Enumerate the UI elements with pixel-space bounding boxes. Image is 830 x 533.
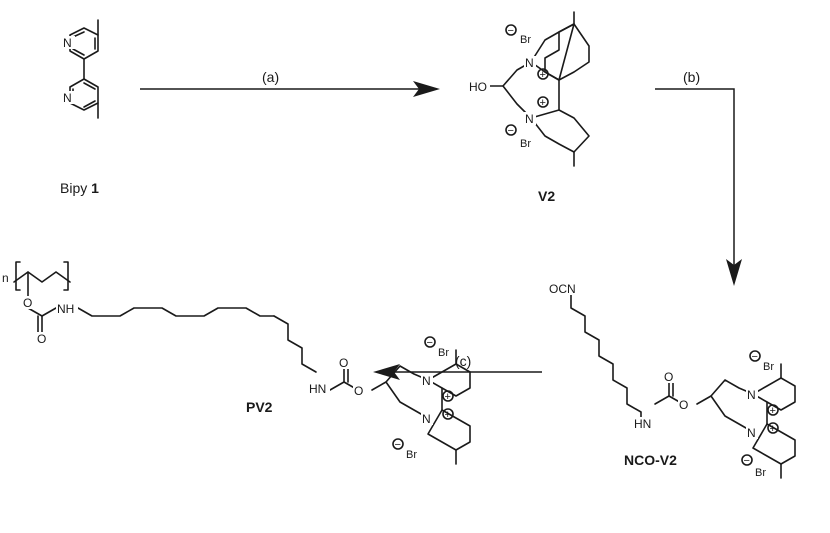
ncov2-plus-top: + <box>770 405 776 417</box>
arrow-a <box>140 81 440 97</box>
bipy-caption: Bipy 1 <box>60 180 99 196</box>
pv2-structure: n O O NH HN O O N N + + − Br − Br <box>2 261 471 465</box>
ncov2-plus-bottom: + <box>770 423 776 435</box>
pv2-n-top: N <box>422 374 431 388</box>
pv2-o-carbonyl: O <box>339 356 348 370</box>
nco-v2-structure: OCN HN O O N N + + − Br − Br <box>548 282 796 479</box>
v2-plus-bottom: + <box>540 97 546 109</box>
v2-br-top: Br <box>520 34 531 46</box>
pv2-caption: PV2 <box>246 399 273 415</box>
reagent-c-label: (c) <box>455 353 471 369</box>
v2-minus-bottom: − <box>508 125 514 137</box>
pv2-plus-top: + <box>445 391 451 403</box>
reagent-b-label: (b) <box>683 69 700 85</box>
v2-br-bottom: Br <box>520 138 531 150</box>
pv2-n-repeat: n <box>2 271 9 285</box>
bipy-n-atom-top: N <box>63 36 72 50</box>
ncov2-o-carbonyl: O <box>664 370 673 384</box>
reagent-a-label: (a) <box>262 69 279 85</box>
ncov2-br-top: Br <box>763 361 774 373</box>
pv2-n-bottom: N <box>422 412 431 426</box>
bipy-structure: N N <box>63 19 99 119</box>
pv2-minus-top: − <box>427 337 433 349</box>
v2-structure: HO N N + + − Br − Br <box>468 11 590 167</box>
v2-plus-top: + <box>540 69 546 81</box>
ncov2-minus-bottom: − <box>744 455 750 467</box>
v2-ho-group: HO <box>469 80 487 94</box>
arrow-b <box>655 88 742 286</box>
pv2-minus-bottom: − <box>395 439 401 451</box>
pv2-o-carbonyl-chain: O <box>37 332 46 346</box>
pv2-o-ester: O <box>354 384 363 398</box>
ncov2-minus-top: − <box>752 351 758 363</box>
ncov2-br-bottom: Br <box>755 467 766 479</box>
v2-n-top: N <box>525 56 534 70</box>
v2-caption: V2 <box>538 188 555 204</box>
ncov2-n-top: N <box>747 388 756 402</box>
ncov2-ocn-group: OCN <box>549 282 576 296</box>
v2-minus-top: − <box>508 25 514 37</box>
pv2-o-ester-chain: O <box>23 296 32 310</box>
pv2-br-top: Br <box>438 347 449 359</box>
v2-n-bottom: N <box>525 112 534 126</box>
pv2-hn-group: HN <box>309 382 326 396</box>
pv2-br-bottom: Br <box>406 449 417 461</box>
nco-v2-caption: NCO-V2 <box>624 452 677 468</box>
arrow-c <box>373 364 542 380</box>
pv2-nh-group: NH <box>57 302 74 316</box>
pv2-plus-bottom: + <box>445 409 451 421</box>
ncov2-n-bottom: N <box>747 426 756 440</box>
bipy-n-atom-bottom: N <box>63 91 72 105</box>
ncov2-o-ester: O <box>679 398 688 412</box>
ncov2-hn-group: HN <box>634 417 651 431</box>
